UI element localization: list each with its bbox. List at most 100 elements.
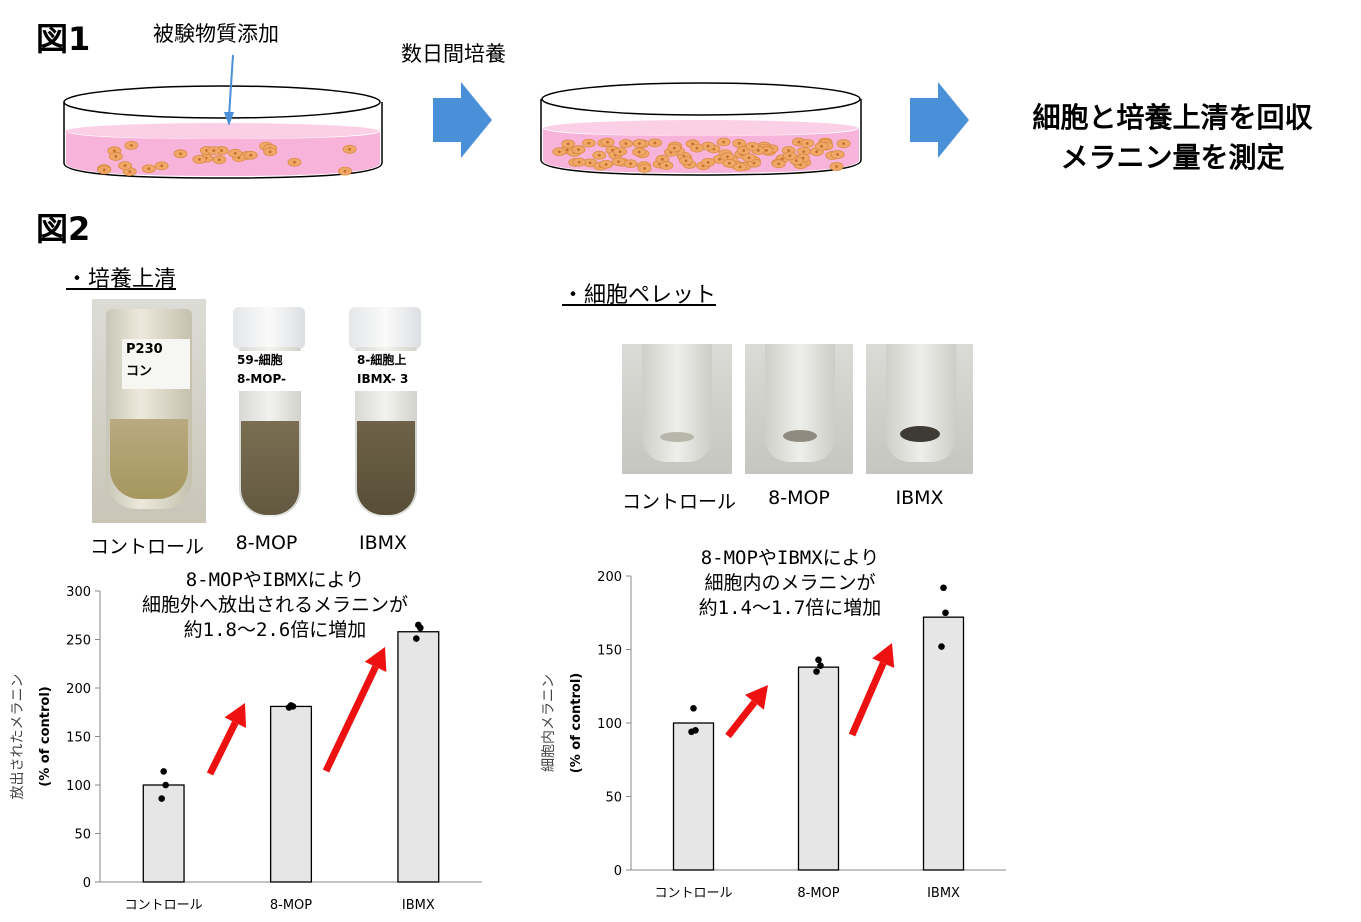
pellet-photo-label-8mop: 8-MOP [768,487,830,509]
data-point [162,781,169,789]
cell-nucleus [220,149,223,152]
data-point [938,643,945,650]
cell-nucleus [348,147,351,151]
increase-arrow [206,721,239,776]
cell-nucleus [742,149,746,152]
cell-nucleus [637,150,641,154]
cell-nucleus [726,155,729,159]
cell-nucleus [597,153,601,157]
cell-nucleus [268,150,272,154]
y-tick-label: 100 [66,779,91,794]
cell-nucleus [577,160,581,164]
increase-arrow-head [224,703,247,729]
cell-nucleus [129,144,133,147]
cell-nucleus [653,141,657,145]
cell-nucleus [718,157,722,161]
y-tick-label: 200 [66,682,91,697]
data-point [815,656,822,664]
cell-nucleus [643,167,647,170]
bar [672,722,715,871]
cell-nucleus [706,161,710,164]
culture-dish-before [63,85,383,179]
x-tick-label: コントロール [125,898,203,913]
cell-nucleus [802,150,806,153]
increase-arrow [848,661,887,737]
x-tick-label: 8-MOP [270,898,312,913]
data-point [417,624,424,632]
cell-nucleus [797,140,801,144]
pellet-photo-control [622,344,732,474]
cell-nucleus [618,150,622,153]
x-tick-label: 8-MOP [797,886,839,901]
y-axis-label: 放出されたメラニン [10,674,26,800]
cell-nucleus [114,155,118,158]
y-tick-label: 150 [66,731,91,746]
cell-nucleus [624,142,628,145]
cell-nucleus [727,161,731,165]
supernatant-photo-label-8mop: 8-MOP [235,532,298,554]
y-tick-label: 250 [66,634,91,649]
supernatant-section-title: ・培養上清 [66,267,177,292]
cell-nucleus [737,142,741,145]
cell-nucleus [212,149,216,153]
increase-arrow [322,665,379,773]
supernatant-photo-8mop: 59-細胞 8-MOP- [213,299,320,523]
cell-nucleus [128,170,132,173]
data-point [413,635,420,642]
figure-2-label: 図2 [36,210,91,248]
bar [269,705,313,883]
y-tick-label: 0 [83,876,91,891]
cell-nucleus [217,158,221,162]
bar [397,631,440,883]
y-tick-label: 200 [597,570,622,585]
cell-nucleus [587,141,591,145]
add-arrow [228,54,234,117]
cell-nucleus [835,165,838,168]
cell-nucleus [160,164,164,168]
cell-nucleus [787,149,791,152]
cell-nucleus [112,149,116,153]
cell-nucleus [836,153,840,156]
pellet-annotation: 8-MOPやIBMXにより 細胞内のメラニンが 約1.4～1.7倍に増加 [698,547,882,619]
pellet-section-title: ・細胞ペレット [562,283,717,308]
supernatant-photo-control: P230 コン [92,299,206,523]
culture-dish-after [540,82,862,176]
cell-nucleus [695,146,699,150]
increase-arrow-head [872,643,895,668]
flow-arrow-2 [910,82,969,158]
cell-nucleus [629,162,632,166]
cell-nucleus [664,164,668,167]
cell-nucleus [588,161,592,165]
supernatant-photo-label-ibmx: IBMX [358,532,408,554]
increase-arrow-head [364,647,387,673]
cell-nucleus [147,167,151,171]
cell-nucleus [102,168,106,172]
data-point [942,609,949,617]
cell-nucleus [722,140,726,144]
x-tick-label: IBMX [402,898,435,913]
pellet-photo-ibmx [866,344,973,474]
cell-nucleus [706,144,710,148]
data-point [940,584,947,592]
cell-nucleus [557,150,561,154]
y-axis-label: 細胞内メラニン [541,674,557,772]
y-tick-label: 100 [597,717,622,732]
cell-nucleus [660,157,664,161]
y-tick-label: 50 [74,828,91,843]
culture-dish-diagram [63,54,969,179]
cell-nucleus [805,141,809,145]
cell-nucleus [842,142,846,146]
cell-nucleus [197,158,201,161]
supernatant-annotation: 8-MOPやIBMXにより 細胞外へ放出されるメラニンが 約1.8～2.6倍に増… [141,569,408,641]
flow-arrow-1 [433,82,492,158]
y-tick-label: 300 [66,585,91,600]
y-tick-label: 0 [614,864,622,879]
cell-nucleus [738,165,742,169]
y-axis-unit-label: (% of control) [569,673,584,773]
x-tick-label: コントロール [654,886,732,901]
data-point [690,705,697,712]
data-point [817,662,824,669]
y-tick-label: 150 [597,644,622,659]
cell-nucleus [233,151,237,155]
cell-nucleus [179,152,182,156]
